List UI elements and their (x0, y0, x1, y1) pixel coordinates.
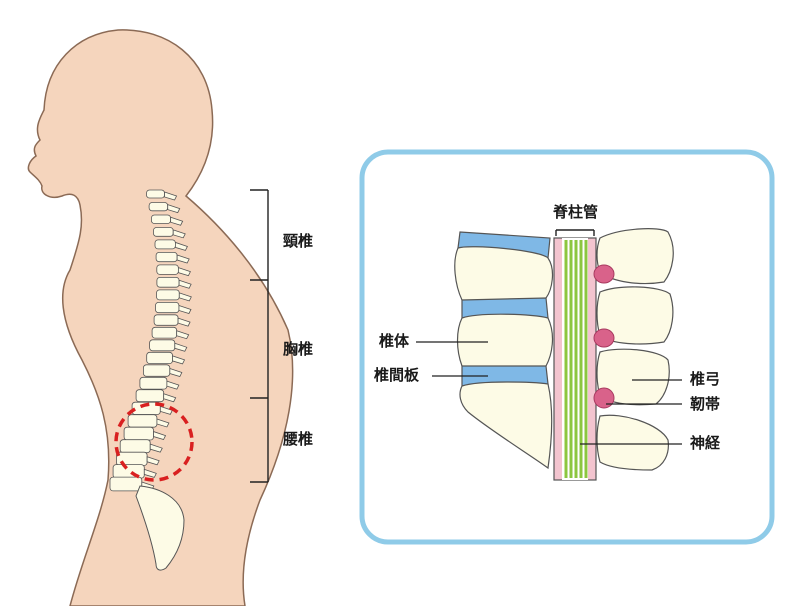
label-vertebral-arch: 椎弓 (690, 370, 721, 388)
spinous-process (178, 279, 192, 289)
label-spinal-canal: 脊柱管 (553, 203, 599, 221)
ligaments (593, 264, 615, 409)
spinous-process (175, 241, 188, 251)
label-thoracic: 胸椎 (283, 340, 314, 358)
spinous-process (174, 342, 188, 352)
vertebra (150, 214, 171, 224)
vertebra (139, 376, 168, 390)
spinous-process (156, 418, 170, 428)
label-nerve: 神経 (690, 434, 721, 452)
sacrum (135, 485, 185, 571)
vertebra (146, 189, 165, 199)
spinous-process (169, 367, 183, 378)
vertebra (149, 339, 176, 352)
vertebra (123, 426, 154, 441)
vertebra (146, 351, 173, 364)
spinous-process (166, 380, 180, 390)
spine-column (109, 189, 192, 571)
vertebra (153, 314, 179, 326)
label-lumbar: 腰椎 (283, 430, 314, 448)
vertebra (156, 264, 179, 275)
vertebra (154, 239, 176, 250)
vertebra-body-2 (456, 313, 554, 369)
spinous-process (159, 405, 173, 415)
spinous-process (172, 355, 186, 365)
vertebra (155, 251, 178, 263)
spinous-process (170, 216, 184, 226)
vertebra (156, 276, 180, 288)
vertebra (119, 439, 151, 454)
spinous-process (143, 468, 157, 478)
lumbar-highlight-circle (114, 402, 194, 482)
vertebra (127, 414, 158, 428)
vertebra (135, 389, 165, 403)
label-ligament: 靭帯 (690, 395, 721, 413)
vertebra (156, 289, 180, 301)
spinous-process (177, 317, 191, 327)
spinous-process (178, 304, 192, 314)
vertebra (151, 326, 178, 339)
arch-4 (596, 414, 669, 471)
spinous-process (149, 443, 163, 453)
vertebral-bodies (454, 231, 554, 470)
vertebra (109, 476, 143, 492)
region-bracket (250, 189, 269, 483)
arch-2 (596, 286, 674, 345)
canal-bracket (555, 229, 595, 236)
vertebra-body-3 (459, 381, 553, 470)
spinous-process (176, 330, 190, 340)
spinous-process (146, 456, 160, 466)
spinous-process (176, 254, 190, 264)
spinous-process (178, 292, 192, 302)
nerve-fibers (564, 240, 588, 478)
vertebra (148, 202, 169, 212)
spinous-process (172, 229, 186, 239)
spinous-process (153, 431, 167, 441)
vertebra-body-1 (454, 246, 554, 302)
spinal-canal (553, 237, 597, 481)
vertebra (152, 227, 174, 237)
spinous-process (177, 267, 191, 277)
vertebra (142, 364, 171, 377)
vertebra (112, 464, 145, 479)
vertebra (155, 301, 180, 314)
spinous-process (163, 393, 177, 403)
label-vertebral-body: 椎体 (379, 332, 410, 350)
spinous-process (164, 191, 178, 201)
spinous-process (167, 204, 181, 214)
leader-lines (416, 341, 682, 445)
label-cervical: 頸椎 (283, 232, 314, 250)
arch-1 (596, 228, 674, 285)
label-intervertebral-disc: 椎間板 (374, 366, 420, 384)
